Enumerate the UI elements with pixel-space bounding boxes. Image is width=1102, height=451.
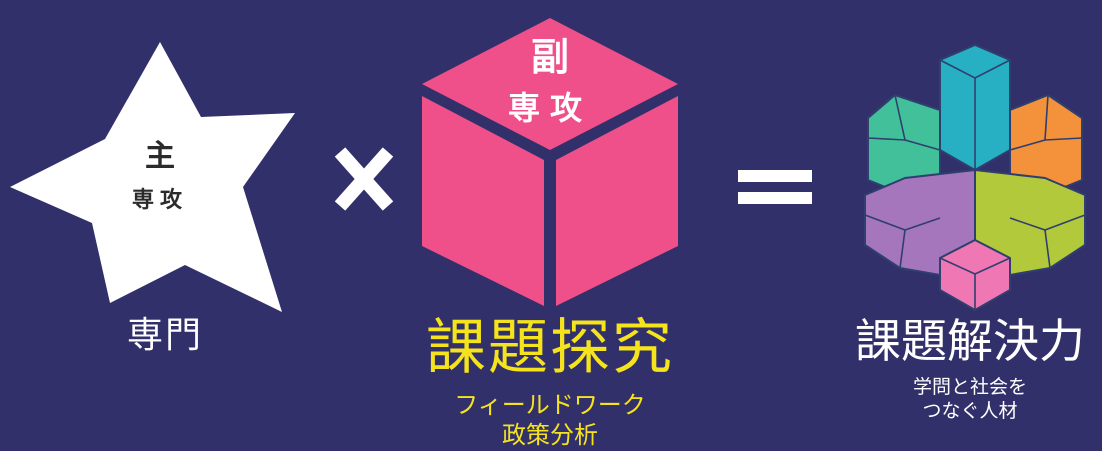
specialty-label: 専門 <box>126 315 203 356</box>
cube-flower-facets <box>864 59 1086 310</box>
star-shape <box>10 42 295 312</box>
inquiry-sub2: 政策分析 <box>502 421 598 449</box>
star-sub-label: 専攻 <box>131 188 188 213</box>
result-label: 課題解決力 <box>855 314 1085 368</box>
cube-sub-label: 専攻 <box>507 89 592 127</box>
star-main-label: 主 <box>145 139 175 174</box>
cube-shape <box>422 18 678 306</box>
times-operator <box>334 147 394 211</box>
result-sub1: 学問と社会を <box>912 376 1027 398</box>
cube-main-label: 副 <box>530 35 569 79</box>
equals-operator <box>738 170 812 204</box>
inquiry-label: 課題探究 <box>426 313 674 383</box>
inquiry-sub1: フィールドワーク <box>454 391 646 419</box>
result-sub2: つなぐ人材 <box>922 400 1018 422</box>
